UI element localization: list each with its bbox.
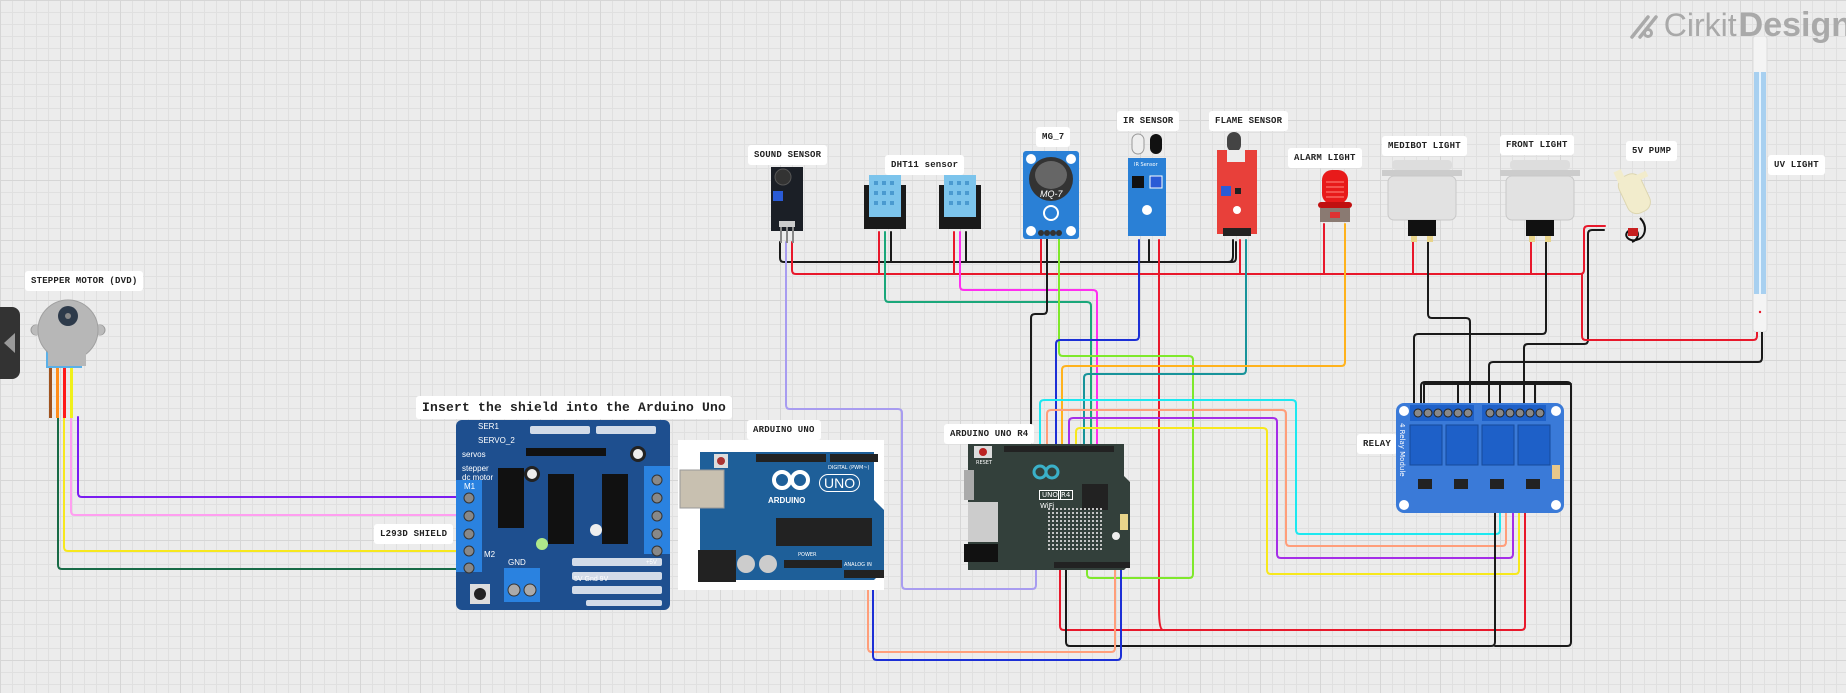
alarm-light-graphic bbox=[1318, 170, 1352, 222]
wire-stepper-b[interactable] bbox=[70, 416, 467, 516]
arduino-brand-text: ARDUINO bbox=[768, 496, 806, 505]
ir-sensor-graphic bbox=[1128, 133, 1166, 236]
medibot-light[interactable] bbox=[1382, 160, 1462, 246]
sound-sensor[interactable] bbox=[771, 167, 803, 247]
pump[interactable] bbox=[1608, 162, 1668, 256]
dht11-sensor-1[interactable] bbox=[864, 175, 906, 239]
medibot-light-label: MEDIBOT LIGHT bbox=[1382, 136, 1467, 156]
wire-flame-signal[interactable] bbox=[1083, 239, 1247, 447]
wire-pump-gnd[interactable] bbox=[1523, 229, 1605, 411]
r4-wifi-text: WiFi bbox=[1040, 502, 1055, 510]
wire-front-relay[interactable] bbox=[1413, 239, 1547, 411]
wire-dht2-data[interactable] bbox=[959, 231, 1098, 447]
stepper-motor[interactable] bbox=[28, 298, 108, 422]
alarm-light-label: ALARM LIGHT bbox=[1288, 148, 1362, 168]
ir-sensor-label: IR SENSOR bbox=[1117, 111, 1180, 131]
servos-silkscreen: servos bbox=[462, 450, 486, 459]
flame-sensor-label: FLAME SENSOR bbox=[1209, 111, 1289, 131]
wire-ir-vcc[interactable] bbox=[1158, 239, 1164, 631]
wire-stepper-d[interactable] bbox=[57, 416, 467, 570]
arduino-uno-label: ARDUINO UNO bbox=[747, 420, 821, 440]
stepper-silkscreen: stepper bbox=[462, 464, 489, 473]
relay-label: RELAY bbox=[1357, 434, 1398, 454]
wire-uv-vcc[interactable] bbox=[1581, 273, 1758, 341]
relay-graphic bbox=[1396, 403, 1564, 513]
uv-light[interactable] bbox=[1751, 35, 1769, 336]
mq7-label: MG_7 bbox=[1036, 127, 1071, 147]
dht11-graphic bbox=[939, 175, 981, 229]
r4-board-text: UNO bbox=[1039, 490, 1061, 500]
analog-header-text: ANALOG IN bbox=[844, 562, 872, 568]
pump-label: 5V PUMP bbox=[1626, 141, 1678, 161]
wire-stepper-a[interactable] bbox=[77, 416, 467, 498]
relay-module[interactable]: 4 Relay Module bbox=[1396, 403, 1564, 517]
wire-vcc-bus[interactable] bbox=[791, 225, 1606, 275]
cirkit-logo-icon bbox=[1630, 14, 1658, 39]
side-panel-toggle[interactable] bbox=[0, 307, 20, 379]
arduino-uno-r4[interactable]: UNO R4 WiFi RESET bbox=[964, 444, 1130, 578]
uv-light-graphic bbox=[1752, 35, 1768, 333]
flame-sensor-graphic bbox=[1217, 132, 1257, 236]
power-row-silkscreen: 5V Gnd 9V bbox=[574, 576, 609, 583]
digital-header-text: DIGITAL (PWM~) bbox=[828, 465, 870, 471]
lamp-graphic bbox=[1382, 160, 1462, 242]
dht11-sensor-2[interactable] bbox=[939, 175, 981, 239]
r4-reset-text: RESET bbox=[976, 460, 993, 466]
servo2-silkscreen: SERVO_2 bbox=[478, 436, 515, 445]
gnd-silkscreen: GND bbox=[508, 558, 526, 567]
stepper-motor-label: STEPPER MOTOR (DVD) bbox=[25, 271, 144, 291]
l293d-shield-graphic bbox=[456, 420, 670, 610]
arduino-uno-r4-label: ARDUINO UNO R4 bbox=[944, 424, 1035, 444]
plus5v-silkscreen: +5V bbox=[646, 560, 657, 566]
wire-ir-out[interactable] bbox=[1055, 239, 1140, 447]
pump-graphic bbox=[1613, 169, 1651, 243]
r4-rev-text: R4 bbox=[1058, 490, 1074, 500]
wire-uv-gnd[interactable] bbox=[1488, 329, 1763, 411]
wire-dht1-data[interactable] bbox=[884, 231, 1092, 447]
wire-uno-a4[interactable] bbox=[867, 565, 1116, 653]
dht11-graphic bbox=[864, 175, 906, 229]
sound-sensor-graphic bbox=[771, 167, 803, 243]
l293d-shield-label: L293D SHIELD bbox=[374, 524, 454, 544]
mq7-chip-text: MQ-7 bbox=[1040, 189, 1063, 199]
stepper-motor-graphic bbox=[30, 299, 106, 418]
wire-gnd-bus[interactable] bbox=[779, 241, 1237, 263]
wire-uno-a5[interactable] bbox=[872, 565, 1122, 661]
chevron-left-icon bbox=[4, 333, 15, 353]
instruction-note: Insert the shield into the Arduino Uno bbox=[416, 396, 733, 419]
m1-silkscreen: M1 bbox=[464, 482, 476, 491]
sound-sensor-label: SOUND SENSOR bbox=[748, 145, 828, 165]
arduino-uno[interactable]: UNO ARDUINO DIGITAL (PWM~) ANALOG IN POW… bbox=[678, 440, 884, 594]
ir-board-text: IR Sensor bbox=[1134, 162, 1158, 168]
l293d-shield[interactable]: SER1 SERVO_2 servos stepper dc motor M1 … bbox=[456, 420, 670, 614]
wire-alarm-signal[interactable] bbox=[1061, 223, 1346, 447]
dht11-sensor-label: DHT11 sensor bbox=[885, 155, 965, 175]
mq7-graphic bbox=[1023, 151, 1079, 239]
dc-motor-silkscreen: dc motor bbox=[462, 473, 494, 482]
mq7-sensor[interactable]: MQ-7 bbox=[1023, 151, 1079, 243]
front-light-label: FRONT LIGHT bbox=[1500, 135, 1574, 155]
front-light[interactable] bbox=[1500, 160, 1580, 246]
servo1-silkscreen: SER1 bbox=[478, 422, 499, 431]
cirkit-design-logo: Cirkit Design bbox=[1628, 6, 1846, 45]
wire-medibot-relay[interactable] bbox=[1427, 239, 1471, 411]
relay-board-text: 4 Relay Module bbox=[1398, 423, 1406, 477]
power-header-text: POWER bbox=[798, 552, 817, 558]
flame-sensor[interactable] bbox=[1217, 130, 1257, 246]
arduino-uno-graphic bbox=[678, 440, 884, 590]
arduino-r4-graphic bbox=[964, 444, 1130, 570]
brand-primary: Cirkit bbox=[1663, 7, 1737, 43]
wire-mq7-gnd[interactable] bbox=[1030, 231, 1048, 447]
ir-sensor[interactable]: IR Sensor bbox=[1128, 130, 1166, 246]
alarm-light[interactable] bbox=[1318, 168, 1352, 230]
uv-light-label: UV LIGHT bbox=[1768, 155, 1825, 175]
lamp-graphic bbox=[1500, 160, 1580, 242]
wire-relay-gnd[interactable] bbox=[1065, 507, 1496, 647]
m2-silkscreen: M2 bbox=[484, 550, 496, 559]
uno-board-text: UNO bbox=[819, 474, 861, 492]
